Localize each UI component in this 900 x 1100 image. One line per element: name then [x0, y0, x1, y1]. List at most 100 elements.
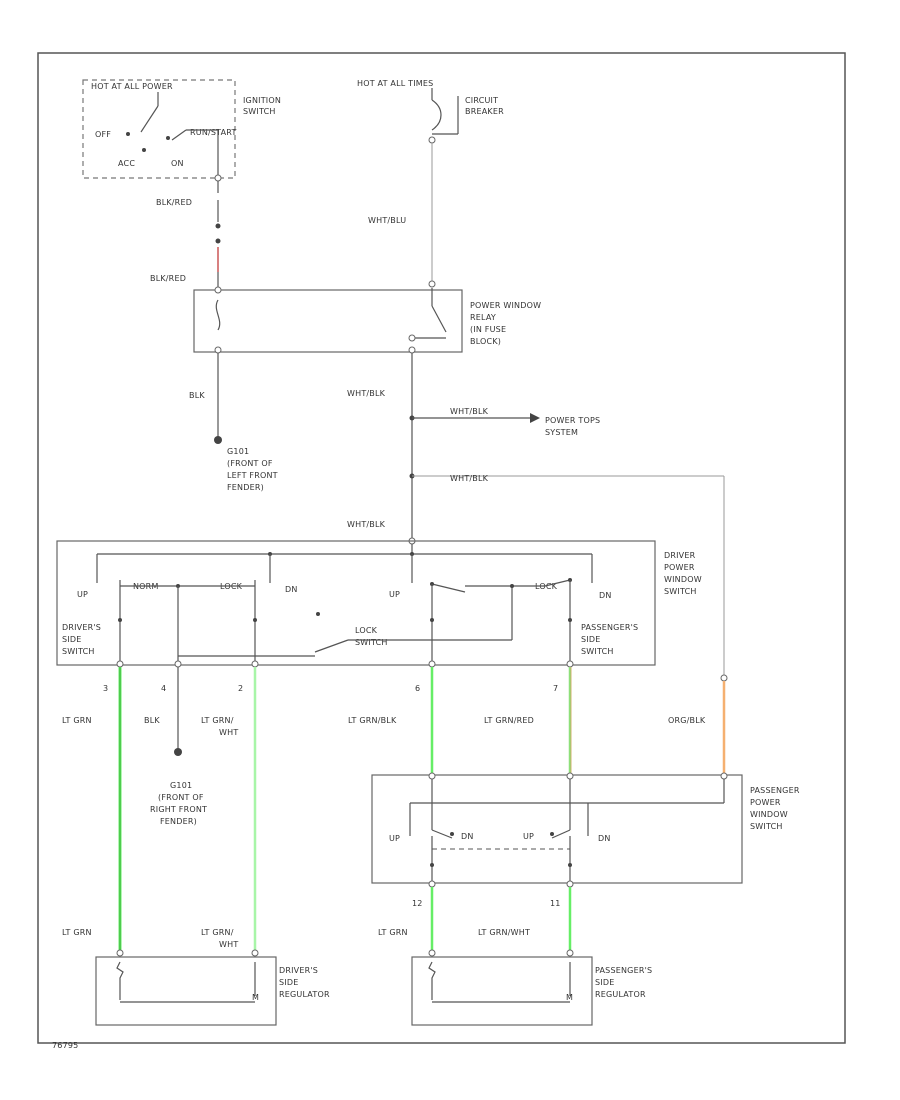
pin-3: 3: [103, 684, 108, 693]
wire-label-blk-2: BLK: [144, 716, 160, 725]
passenger-dn-label-2: DN: [598, 834, 611, 843]
driver-switch-label-1: DRIVER: [664, 551, 696, 560]
wire-label-blk-red-1: BLK/RED: [156, 198, 192, 207]
lock-switch-label-2: SWITCH: [355, 638, 388, 647]
passenger-switch-label-2: POWER: [750, 798, 781, 807]
drivers-regulator-label-2: SIDE: [279, 978, 298, 987]
relay-label-1: POWER WINDOW: [470, 301, 541, 310]
drivers-side-label-3: SWITCH: [62, 647, 95, 656]
relay-box: [193, 289, 463, 353]
wire-label-wht-blk-2: WHT/BLK: [450, 407, 489, 416]
wire-label-wht-blu: WHT/BLU: [368, 216, 406, 225]
drivers-regulator-box: [95, 956, 277, 1026]
wht-blk-feed: WHT/BLK WHT/BLK POWER TOPS SYSTEM WHT/BL…: [347, 353, 725, 676]
ignition-acc-label: ACC: [118, 159, 135, 168]
driver-power-window-switch: DRIVER POWER WINDOW SWITCH UP DN NORM LO…: [56, 540, 702, 668]
ignition-on-label: ON: [171, 159, 184, 168]
wire-label-blk-red-2: BLK/RED: [150, 274, 186, 283]
passengers-side-label-3: SWITCH: [581, 647, 614, 656]
ignition-power-label: HOT AT ALL POWER: [91, 82, 173, 91]
driver-dn-label-2: DN: [599, 591, 612, 600]
drivers-side-label-2: SIDE: [62, 635, 81, 644]
drivers-regulator-label-1: DRIVER'S: [279, 966, 318, 975]
passengers-regulator-box: [411, 956, 593, 1026]
wire-label-lt-grn-wht-3: LT GRN/WHT: [478, 928, 530, 937]
wire-label-wht-blk-4: WHT/BLK: [347, 520, 386, 529]
hot-fuse-label: HOT AT ALL TIMES: [357, 79, 433, 88]
power-window-relay: POWER WINDOW RELAY (IN FUSE BLOCK): [193, 286, 541, 354]
power-tops-label-1: POWER TOPS: [545, 416, 600, 425]
wire-label-lt-grn-wht-1a: LT GRN/: [201, 716, 234, 725]
wire-label-wht-blk-3: WHT/BLK: [450, 474, 489, 483]
driver-switch-label-2: POWER: [664, 563, 695, 572]
ground-1-label-2: (FRONT OF: [227, 459, 273, 468]
circuit-breaker: HOT AT ALL TIMES CIRCUIT BREAKER: [357, 79, 504, 144]
ignition-switch: HOT AT ALL POWER IGNITION SWITCH OFF ACC…: [82, 79, 281, 182]
ground-2-label-1: G101: [170, 781, 192, 790]
drivers-side-regulator: M DRIVER'S SIDE REGULATOR: [95, 949, 330, 1026]
ground-point-1: [214, 436, 222, 444]
ignition-switch-label-1: IGNITION: [243, 96, 281, 105]
passenger-switch-box: [371, 774, 743, 884]
driver-regulator-wires: LT GRN BLK G101 (FRONT OF RIGHT FRONT FE…: [62, 667, 257, 950]
passengers-regulator-label-2: SIDE: [595, 978, 614, 987]
wire-label-lt-grn-1: LT GRN: [62, 716, 92, 725]
wire-label-lt-grn-wht-1b: WHT: [219, 728, 238, 737]
passengers-regulator-label-3: REGULATOR: [595, 990, 646, 999]
driver-lock-label-2: LOCK: [535, 582, 558, 591]
passengers-side-regulator: M PASSENGER'S SIDE REGULATOR: [411, 949, 652, 1026]
blk-red-wire: BLK/RED BLK/RED: [150, 181, 221, 290]
driver-switch-label-3: WINDOW: [664, 575, 702, 584]
passengers-regulator-m: M: [566, 993, 573, 1002]
ignition-switch-box: [82, 79, 236, 179]
ground-2-label-4: FENDER): [160, 817, 197, 826]
passenger-regulator-wires: LT GRN LT GRN/WHT: [378, 887, 572, 950]
wire-label-lt-grn-2: LT GRN: [62, 928, 92, 937]
passengers-regulator-label-1: PASSENGER'S: [595, 966, 652, 975]
power-tops-label-2: SYSTEM: [545, 428, 578, 437]
drivers-regulator-label-3: REGULATOR: [279, 990, 330, 999]
ground-1-label-3: LEFT FRONT: [227, 471, 278, 480]
passenger-switch-label-4: SWITCH: [750, 822, 783, 831]
wire-label-wht-blk-1: WHT/BLK: [347, 389, 386, 398]
passenger-dn-label-1: DN: [461, 832, 474, 841]
drivers-regulator-m: M: [252, 993, 259, 1002]
passenger-power-window-switch: LT GRN/BLK LT GRN/RED ORG/BLK PASSENGER …: [348, 667, 800, 888]
passenger-switch-label-3: WINDOW: [750, 810, 788, 819]
passenger-up-label-2: UP: [523, 832, 534, 841]
driver-switch-box: [56, 540, 656, 666]
passengers-side-label-2: SIDE: [581, 635, 600, 644]
driver-up-label-2: UP: [389, 590, 400, 599]
wire-label-lt-grn-wht-2a: LT GRN/: [201, 928, 234, 937]
diagram-frame: [37, 52, 846, 1044]
lock-switch-label-1: LOCK: [355, 626, 378, 635]
ground-1-label-4: FENDER): [227, 483, 264, 492]
ignition-switch-label-2: SWITCH: [243, 107, 276, 116]
pin-4: 4: [161, 684, 166, 693]
wire-label-blk: BLK: [189, 391, 205, 400]
diagram-code: 76795: [52, 1041, 78, 1050]
passenger-up-label: UP: [389, 834, 400, 843]
pin-6: 6: [415, 684, 420, 693]
ground-2-label-2: (FRONT OF: [158, 793, 204, 802]
circuit-breaker-label-1: CIRCUIT: [465, 96, 498, 105]
relay-ground-wire: BLK G101 (FRONT OF LEFT FRONT FENDER): [189, 353, 278, 492]
pin-12: 12: [412, 899, 423, 908]
wire-label-lt-grn-wht-2b: WHT: [219, 940, 238, 949]
relay-label-4: BLOCK): [470, 337, 501, 346]
circuit-breaker-label-2: BREAKER: [465, 107, 504, 116]
ignition-off-label: OFF: [95, 130, 111, 139]
wire-label-lt-grn-red: LT GRN/RED: [484, 716, 534, 725]
wire-label-lt-grn-3: LT GRN: [378, 928, 408, 937]
pin-11: 11: [550, 899, 561, 908]
drivers-side-label-1: DRIVER'S: [62, 623, 101, 632]
driver-up-label: UP: [77, 590, 88, 599]
pin-2: 2: [238, 684, 243, 693]
wht-blu-wire: WHT/BLU: [368, 143, 436, 288]
ground-2-label-3: RIGHT FRONT: [150, 805, 207, 814]
power-tops-arrow: [530, 413, 540, 423]
pin-7: 7: [553, 684, 558, 693]
passenger-switch-label-1: PASSENGER: [750, 786, 800, 795]
passengers-side-label-1: PASSENGER'S: [581, 623, 638, 632]
